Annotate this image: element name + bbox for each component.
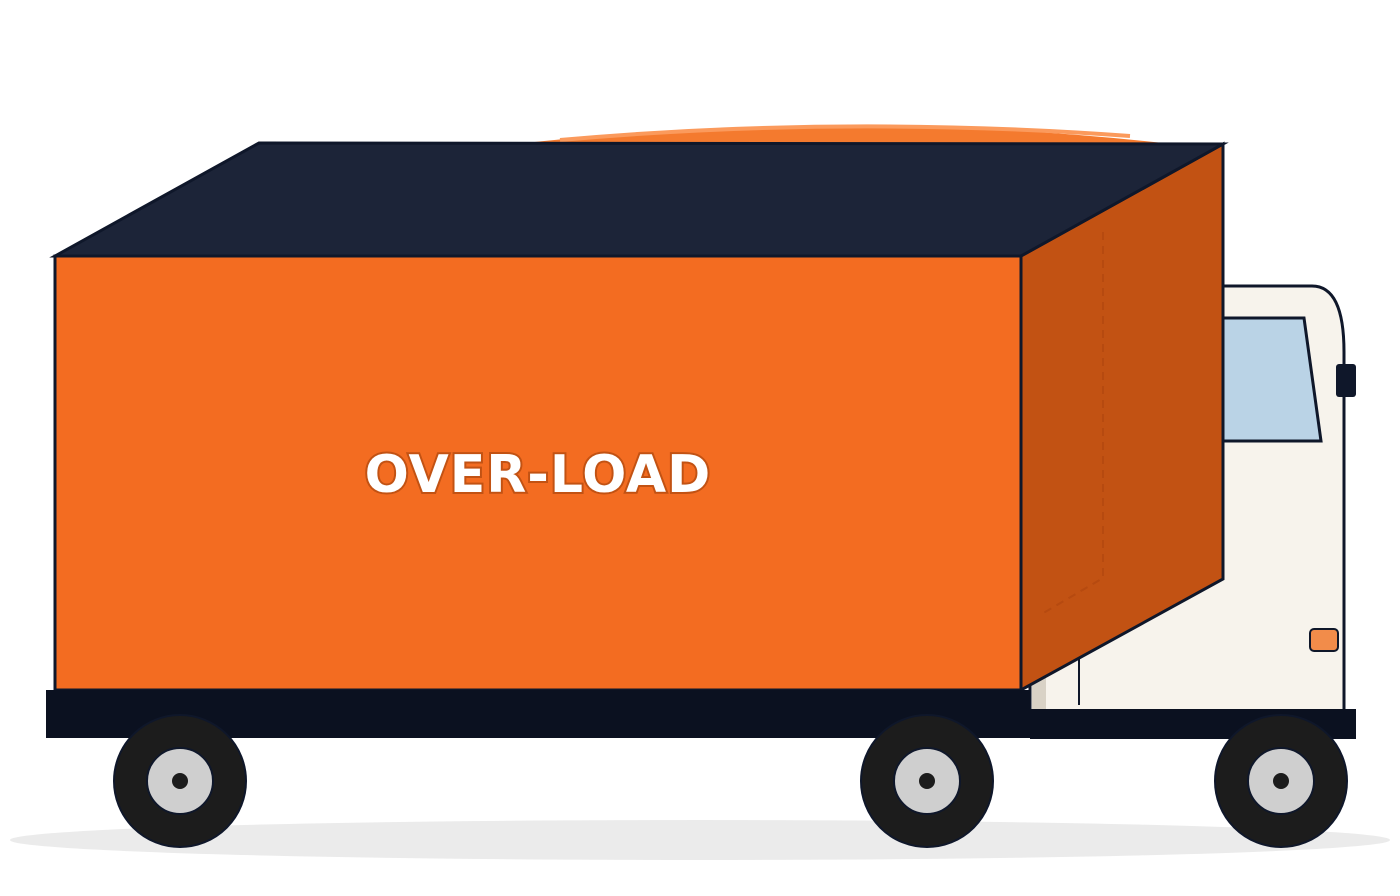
- cab-lower-shade: [1032, 676, 1046, 716]
- front-axle-cap: [1273, 773, 1289, 789]
- middle-axle-cap: [919, 773, 935, 789]
- rear-axle-cap: [172, 773, 188, 789]
- middle-wheel: [860, 714, 994, 848]
- front-wheel: [1214, 714, 1348, 848]
- ground-shadow: [10, 820, 1390, 860]
- side-mirror: [1336, 364, 1356, 397]
- indicator-light: [1309, 628, 1339, 652]
- cargo-side-seam: [1039, 232, 1104, 616]
- cargo-box-front: [53, 254, 1023, 692]
- rear-wheel: [113, 714, 247, 848]
- cargo-label: OVER-LOAD: [365, 445, 712, 505]
- cargo-bump-highlight: [559, 124, 1131, 142]
- cargo-box-roof: [49, 141, 1229, 258]
